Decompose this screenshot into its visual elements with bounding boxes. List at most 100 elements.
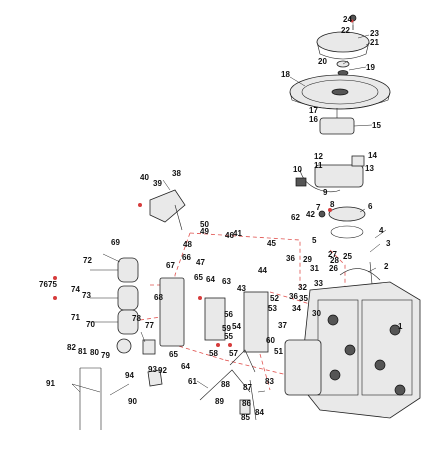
- callout-54: 54: [232, 322, 241, 331]
- callout-71: 71: [71, 313, 80, 322]
- callout-35: 35: [299, 294, 308, 303]
- callout-19: 19: [366, 63, 375, 72]
- callout-17: 17: [309, 106, 318, 115]
- flywheel-nut: [336, 60, 350, 76]
- callout-43: 43: [237, 284, 246, 293]
- fasteners: [53, 19, 354, 347]
- callout-66: 66: [182, 253, 191, 262]
- callout-labels: 1 2 3 4 5 6 7 8 9 10 11 12 13 14 15 16 1…: [39, 15, 403, 422]
- callout-25: 25: [343, 252, 352, 261]
- callout-3: 3: [386, 239, 391, 248]
- callout-61: 61: [188, 377, 197, 386]
- callout-45: 45: [267, 239, 276, 248]
- callout-84: 84: [255, 408, 264, 417]
- callout-76: 76: [39, 280, 48, 289]
- rod-90-91: [79, 367, 102, 430]
- callout-18: 18: [281, 70, 290, 79]
- callout-75: 75: [48, 280, 57, 289]
- callout-26: 26: [329, 264, 338, 273]
- callout-89: 89: [215, 397, 224, 406]
- callout-56: 56: [224, 310, 233, 319]
- callout-29: 29: [303, 255, 312, 264]
- callout-52: 52: [270, 294, 279, 303]
- callout-50: 50: [200, 220, 209, 229]
- callout-65-upper: 65: [194, 273, 203, 282]
- callout-33: 33: [314, 279, 323, 288]
- callout-20: 20: [318, 57, 327, 66]
- callout-8: 8: [330, 200, 335, 209]
- callout-34: 34: [292, 304, 301, 313]
- callout-88: 88: [221, 380, 230, 389]
- callout-63: 63: [222, 277, 231, 286]
- callout-59: 59: [222, 324, 231, 333]
- callout-9: 9: [323, 188, 328, 197]
- callout-57: 57: [229, 349, 238, 358]
- callout-53: 53: [268, 304, 277, 313]
- callout-60: 60: [266, 336, 275, 345]
- callout-65-lower: 65: [169, 350, 178, 359]
- trigger-assembly: [116, 338, 163, 387]
- callout-77: 77: [145, 321, 154, 330]
- callout-leaders: [71, 25, 387, 396]
- callout-16: 16: [309, 115, 318, 124]
- callout-80: 80: [90, 348, 99, 357]
- callout-36-upper: 36: [286, 254, 295, 263]
- callout-23: 23: [370, 29, 379, 38]
- callout-64-upper: 64: [206, 275, 215, 284]
- callout-13: 13: [365, 164, 374, 173]
- callout-38: 38: [172, 169, 181, 178]
- callout-6: 6: [368, 202, 373, 211]
- regulator-plate: [204, 291, 269, 353]
- callout-51: 51: [274, 347, 283, 356]
- flywheel: [289, 74, 391, 110]
- callout-30: 30: [312, 309, 321, 318]
- callout-37: 37: [278, 321, 287, 330]
- callout-27: 27: [328, 250, 337, 259]
- callout-11: 11: [314, 161, 323, 170]
- callout-85: 85: [241, 413, 250, 422]
- callout-40: 40: [140, 173, 149, 182]
- callout-90: 90: [128, 397, 137, 406]
- pulser-coil: [318, 206, 366, 239]
- callout-78: 78: [132, 314, 141, 323]
- engine-block: [284, 261, 421, 419]
- callout-46: 46: [225, 231, 234, 240]
- ignition-coils: [90, 257, 139, 335]
- callout-39: 39: [153, 179, 162, 188]
- callout-67: 67: [166, 261, 175, 270]
- callout-21: 21: [370, 38, 379, 47]
- callout-72: 72: [83, 256, 92, 265]
- callout-42: 42: [306, 210, 315, 219]
- callout-83: 83: [265, 377, 274, 386]
- callout-5: 5: [312, 236, 317, 245]
- callout-10: 10: [293, 165, 302, 174]
- callout-32: 32: [298, 283, 307, 292]
- callout-48: 48: [183, 240, 192, 249]
- callout-2: 2: [384, 262, 389, 271]
- callout-94: 94: [125, 371, 134, 380]
- callout-49: 49: [200, 227, 209, 236]
- linkage-assembly: [199, 349, 257, 421]
- callout-28: 28: [330, 256, 339, 265]
- callout-68: 68: [154, 293, 163, 302]
- callout-62: 62: [291, 213, 300, 222]
- callout-82: 82: [67, 343, 76, 352]
- callout-92: 92: [158, 366, 167, 375]
- callout-86: 86: [242, 399, 251, 408]
- callout-36-lower: 36: [289, 292, 298, 301]
- bracket-38: [149, 189, 186, 231]
- callout-44: 44: [258, 266, 267, 275]
- callout-55: 55: [224, 332, 233, 341]
- callout-31: 31: [310, 264, 319, 273]
- coil-bracket-68: [159, 277, 185, 347]
- callout-4: 4: [379, 226, 384, 235]
- callout-7: 7: [316, 203, 321, 212]
- callout-24: 24: [343, 15, 352, 24]
- stator-assembly: [295, 155, 365, 193]
- callout-47: 47: [196, 258, 205, 267]
- callout-15: 15: [372, 121, 381, 130]
- callout-79: 79: [101, 351, 110, 360]
- callout-41: 41: [233, 229, 242, 238]
- callout-93: 93: [148, 365, 157, 374]
